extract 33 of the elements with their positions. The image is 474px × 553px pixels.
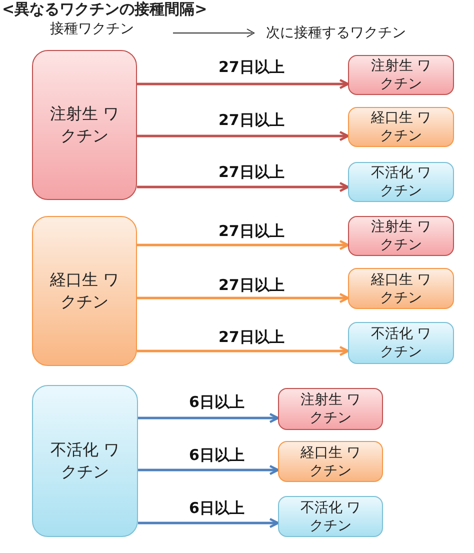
edge-label: 6日以上 <box>189 499 244 518</box>
edge-label: 27日以上 <box>218 276 284 295</box>
next-vaccine-box: 経口生 ワクチン <box>278 441 383 482</box>
next-vaccine-box: 不活化 ワクチン <box>278 496 383 537</box>
arrow <box>138 518 280 528</box>
arrow <box>137 78 350 90</box>
next-vaccine-box: 不活化 ワクチン <box>348 322 454 364</box>
edge-label: 27日以上 <box>218 222 284 241</box>
column-heading: 次に接種するワクチン <box>266 24 406 42</box>
next-vaccine-box: 不活化 ワクチン <box>348 162 454 202</box>
next-vaccine-box: 注射生 ワクチン <box>278 388 383 430</box>
vaccine-box: 経口生 ワクチン <box>32 216 137 366</box>
vaccine-box: 不活化 ワクチン <box>32 385 138 537</box>
edge-label: 6日以上 <box>189 393 244 412</box>
arrow <box>137 292 350 304</box>
column-heading: 接種ワクチン <box>50 20 134 38</box>
edge-label: 27日以上 <box>218 163 284 182</box>
arrow <box>137 130 350 142</box>
edge-label: 27日以上 <box>218 328 284 347</box>
arrow <box>137 182 350 192</box>
next-vaccine-box: 経口生 ワクチン <box>348 268 454 309</box>
edge-label: 6日以上 <box>189 446 244 465</box>
vaccine-box: 注射生 ワクチン <box>32 50 137 200</box>
edge-label: 27日以上 <box>218 111 284 130</box>
arrow <box>138 412 280 424</box>
arrow <box>137 346 350 356</box>
arrow <box>138 464 280 476</box>
title: <異なるワクチンの接種間隔> <box>2 0 208 19</box>
arrow <box>137 240 350 250</box>
next-vaccine-box: 注射生 ワクチン <box>348 216 454 256</box>
next-vaccine-box: 注射生 ワクチン <box>348 55 454 95</box>
edge-label: 27日以上 <box>218 58 284 77</box>
next-vaccine-box: 経口生 ワクチン <box>348 107 454 147</box>
